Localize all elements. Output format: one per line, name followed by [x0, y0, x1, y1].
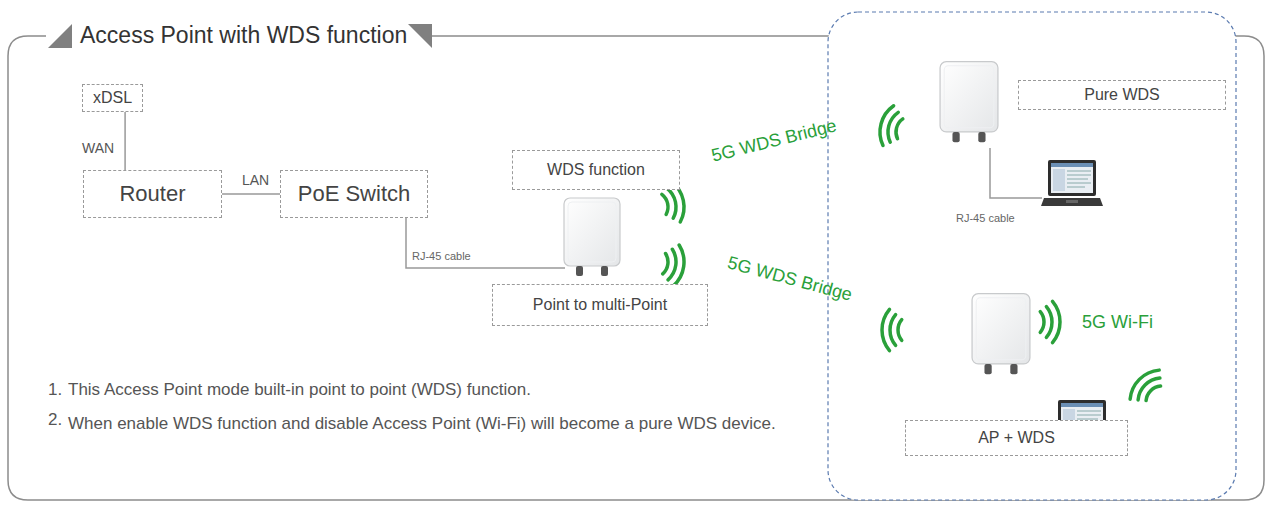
title-triangle: [48, 24, 72, 48]
note-text: This Access Point mode built-in point to…: [68, 380, 531, 400]
access-point: [940, 62, 998, 143]
diagram-title: Access Point with WDS function: [80, 22, 407, 49]
wave-arc: [1138, 378, 1160, 400]
list-number: 1.: [48, 380, 62, 400]
rj45-wire: [406, 218, 565, 268]
wave-arc: [880, 106, 894, 146]
wave-arc: [898, 320, 902, 341]
cable-label: RJ-45 cable: [412, 250, 471, 262]
wave-arc: [1130, 370, 1159, 399]
laptop: [1041, 160, 1103, 206]
wave-arc: [896, 119, 903, 139]
dashed-box: AP + WDS: [905, 420, 1128, 456]
rj45-wire: [990, 148, 1042, 198]
box-label: Point to multi-Point: [533, 296, 667, 314]
wave-arc: [667, 188, 676, 218]
dashed-box: PoE Switch: [280, 170, 428, 218]
wave-arc: [668, 249, 676, 280]
wave-arc: [662, 194, 668, 214]
box-label: Router: [119, 181, 185, 207]
title-triangle: [408, 24, 432, 48]
connector-label: LAN: [240, 172, 271, 188]
wave-arc: [882, 309, 889, 350]
wave-arc: [1146, 386, 1161, 401]
wave-arc: [1053, 301, 1060, 342]
box-label: Pure WDS: [1084, 86, 1160, 104]
access-point: [564, 198, 620, 276]
dashed-box: Pure WDS: [1018, 80, 1226, 110]
wave-arc: [890, 315, 896, 346]
cable-label: RJ-45 cable: [956, 212, 1015, 224]
wave-arc: [1040, 312, 1044, 333]
box-label: AP + WDS: [978, 429, 1055, 447]
connector-line: [124, 112, 126, 170]
wave-arc: [888, 112, 898, 142]
dashed-box: Point to multi-Point: [492, 284, 708, 326]
link-label: 5G Wi-Fi: [1082, 312, 1153, 333]
dashed-box: Router: [83, 170, 222, 218]
remote-region: [828, 12, 1236, 500]
connector-line: [222, 193, 280, 195]
box-label: PoE Switch: [298, 181, 411, 207]
wave-arc: [663, 254, 668, 274]
box-label: WDS function: [547, 161, 645, 179]
wireless-waves: [662, 106, 1161, 401]
box-label: xDSL: [93, 89, 132, 107]
link-label: 5G WDS Bridge: [709, 115, 838, 166]
access-point: [972, 294, 1030, 375]
note-text: When enable WDS function and disable Acc…: [68, 410, 788, 438]
wave-arc: [1046, 307, 1052, 338]
wave-arc: [673, 245, 684, 286]
list-number: 2.: [48, 410, 62, 430]
dashed-box: WDS function: [512, 150, 680, 190]
connector-label: WAN: [80, 140, 116, 156]
dashed-box: xDSL: [82, 84, 143, 112]
